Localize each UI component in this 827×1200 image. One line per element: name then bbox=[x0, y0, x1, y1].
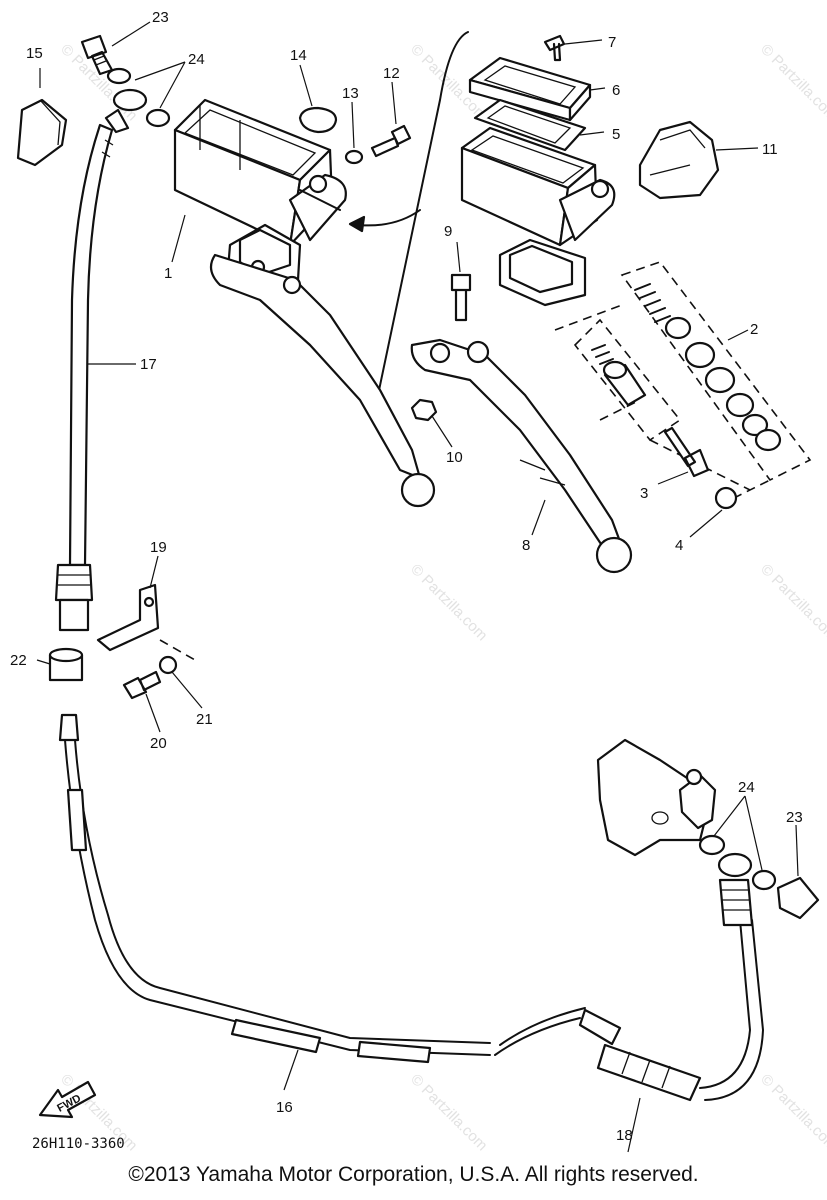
watermark: © Partzilla.com bbox=[757, 1071, 827, 1154]
callout-2: 2 bbox=[750, 321, 758, 338]
bolt-part-20 bbox=[122, 670, 162, 700]
callout-24: 24 bbox=[188, 51, 205, 68]
direction-arrowhead bbox=[348, 215, 366, 233]
washer-part-24 bbox=[751, 869, 777, 891]
watermarks: © Partzilla.com © Partzilla.com © Partzi… bbox=[57, 41, 827, 1154]
callout-5: 5 bbox=[612, 126, 620, 143]
callout-9: 9 bbox=[444, 223, 452, 240]
washer-part-24 bbox=[698, 834, 726, 856]
washer-part-13 bbox=[344, 149, 364, 165]
callout-3: 3 bbox=[640, 485, 648, 502]
callout-14: 14 bbox=[290, 47, 307, 64]
washer-part-24 bbox=[145, 108, 171, 128]
callout-8: 8 bbox=[522, 537, 530, 554]
callout-23: 23 bbox=[786, 809, 803, 826]
watermark: © Partzilla.com bbox=[757, 41, 827, 124]
banjo-fitting-lower bbox=[717, 852, 753, 878]
lower-hose-part-16 bbox=[58, 713, 586, 1064]
nut-part-10 bbox=[410, 398, 438, 422]
screw-part-7 bbox=[543, 34, 566, 62]
callout-10: 10 bbox=[446, 449, 463, 466]
callout-1: 1 bbox=[164, 265, 172, 282]
callout-19: 19 bbox=[150, 539, 167, 556]
banjo-fitting bbox=[112, 88, 148, 112]
copyright-footer: ©2013 Yamaha Motor Corporation, U.S.A. A… bbox=[128, 1163, 699, 1186]
callout-20: 20 bbox=[150, 735, 167, 752]
callout-22: 22 bbox=[10, 652, 27, 669]
watermark: © Partzilla.com bbox=[407, 1071, 490, 1154]
callout-23: 23 bbox=[152, 9, 169, 26]
callout-4: 4 bbox=[675, 537, 683, 554]
boot-part-4 bbox=[714, 486, 738, 510]
callout-7: 7 bbox=[608, 34, 616, 51]
callout-labels: 1 2 3 4 5 6 7 8 9 10 11 12 13 14 15 16 1… bbox=[10, 9, 803, 1116]
watermark: © Partzilla.com bbox=[757, 561, 827, 644]
callout-15: 15 bbox=[26, 45, 43, 62]
callout-24: 24 bbox=[738, 779, 755, 796]
part-code: 26H110-3360 bbox=[32, 1136, 125, 1152]
exploded-master-cylinder bbox=[410, 56, 633, 574]
cap-part-14 bbox=[298, 106, 338, 134]
bolt-part-9 bbox=[450, 273, 472, 322]
callout-12: 12 bbox=[383, 65, 400, 82]
callout-16: 16 bbox=[276, 1099, 293, 1116]
upper-hose-part-17 bbox=[54, 123, 114, 632]
view-divider-line bbox=[377, 31, 469, 396]
callout-6: 6 bbox=[612, 82, 620, 99]
watermark: © Partzilla.com bbox=[407, 561, 490, 644]
pushrod-part-3 bbox=[663, 426, 710, 478]
direction-arrow bbox=[357, 209, 421, 227]
bracket-part-19 bbox=[96, 583, 160, 652]
hose-joint-part-18 bbox=[578, 878, 764, 1102]
nut-part-21 bbox=[158, 655, 178, 675]
callout-21: 21 bbox=[196, 711, 213, 728]
master-cylinder-assembly bbox=[173, 98, 436, 508]
callout-11: 11 bbox=[762, 141, 778, 158]
piston-kit-part-2 bbox=[554, 261, 812, 506]
washer-part-24 bbox=[106, 67, 132, 85]
callout-13: 13 bbox=[342, 85, 359, 102]
bolt-part-12 bbox=[370, 124, 412, 158]
callout-18-label: 18 bbox=[616, 1127, 633, 1144]
union-bolt-part-23 bbox=[776, 876, 820, 920]
caliper bbox=[596, 738, 717, 857]
leader-lines bbox=[36, 21, 799, 1153]
callout-17: 17 bbox=[140, 356, 157, 373]
